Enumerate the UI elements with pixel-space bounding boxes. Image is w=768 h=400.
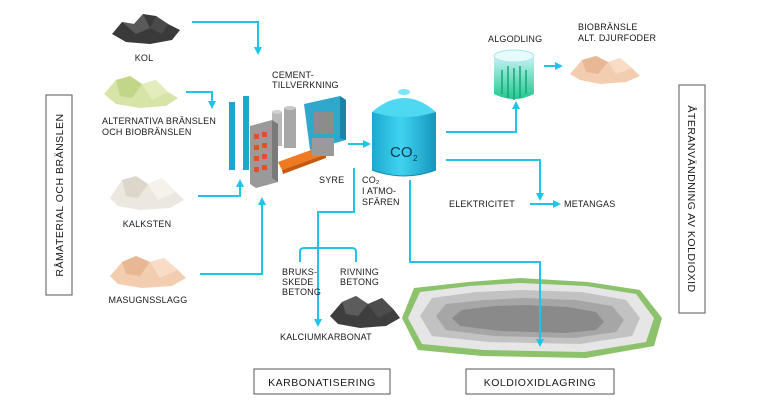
- alternative-fuel-pile-icon: [104, 76, 178, 108]
- service-life-concrete-label-2: SKEDE: [282, 277, 314, 287]
- co2-tank-icon: [371, 89, 437, 177]
- storage-pit-icon: [402, 278, 662, 358]
- carbonation-arrows: [299, 168, 357, 327]
- raw-materials-box: RÅMATERIAL OCH BRÄNSLEN: [45, 94, 73, 296]
- atmosphere-co2-label-3: SFÄREN: [362, 197, 400, 207]
- demolition-concrete-pile-icon: [330, 296, 400, 328]
- demolition-concrete-label-1: RIVNING: [340, 267, 379, 277]
- limestone-label: KALKSTEN: [123, 219, 172, 229]
- tank-to-methane-arrow: [446, 159, 544, 201]
- electricity-label: ELEKTRICITET: [449, 199, 515, 209]
- alternative-fuels-label-2: OCH BIOBRÄNSLEN: [102, 127, 192, 137]
- co2-tank-subscript: 2: [413, 154, 418, 163]
- to-calcium-carbonate-arrow: [314, 168, 355, 327]
- co2-storage-label: KOLDIOXIDLAGRING: [484, 377, 596, 389]
- calcium-carbonate-label: KALCIUMKARBONAT: [280, 332, 372, 342]
- carbonation-box: KARBONATISERING: [253, 368, 391, 395]
- co2-reuse-box: ÅTERANVÄNDNING AV KOLDIOXID: [678, 84, 706, 314]
- carbonation-label: KARBONATISERING: [268, 377, 376, 389]
- service-life-concrete-label-1: BRUKS-: [282, 267, 317, 277]
- algae-tank-icon: [493, 49, 535, 100]
- slag-arrow: [200, 197, 266, 275]
- tank-to-algae-arrow: [446, 101, 520, 133]
- demolition-concrete-label-2: BETONG: [340, 277, 379, 287]
- service-life-concrete-label-3: BETONG: [282, 287, 321, 297]
- co2-reuse-label: ÅTERANVÄNDNING AV KOLDIOXID: [685, 105, 698, 292]
- alternative-fuels-label-1: ALTERNATIVA BRÄNSLEN: [102, 116, 216, 126]
- limestone-arrow: [198, 179, 244, 197]
- co2-tank-label: CO: [390, 144, 413, 161]
- coal-label: KOL: [135, 53, 154, 63]
- methane-label: METANGAS: [564, 199, 615, 209]
- blast-furnace-slag-label: MASUGNSSLAGG: [109, 295, 188, 305]
- atmosphere-co2-label-1: CO₂: [362, 175, 380, 185]
- source-arrows: [186, 21, 266, 275]
- limestone-pile-icon: [110, 176, 184, 210]
- algae-cultivation-label: ALGODLING: [488, 34, 542, 44]
- biofuel-feed-pile-icon: [570, 56, 640, 84]
- raw-materials-label: RÅMATERIAL OCH BRÄNSLEN: [53, 113, 66, 276]
- atmosphere-co2-label-2: I ATMO-: [362, 186, 396, 196]
- biofuel-label-1: BIOBRÄNSLE: [578, 22, 638, 32]
- cement-plant-icon: [229, 96, 346, 188]
- coal-pile-icon: [112, 14, 180, 44]
- alt-fuel-arrow: [186, 91, 216, 109]
- blast-furnace-slag-pile-icon: [110, 256, 186, 288]
- tank-to-storage-arrow: [409, 180, 544, 347]
- coal-arrow: [192, 21, 262, 55]
- concrete-bracket: [299, 247, 357, 262]
- co2-storage-box: KOLDIOXIDLAGRING: [465, 368, 615, 395]
- cement-production-label-2: TILLVERKNING: [272, 80, 339, 90]
- biofuel-label-2: ALT. DJURFODER: [578, 33, 656, 43]
- oxygen-label: SYRE: [319, 175, 344, 185]
- cement-production-label-1: CEMENT-: [272, 70, 314, 80]
